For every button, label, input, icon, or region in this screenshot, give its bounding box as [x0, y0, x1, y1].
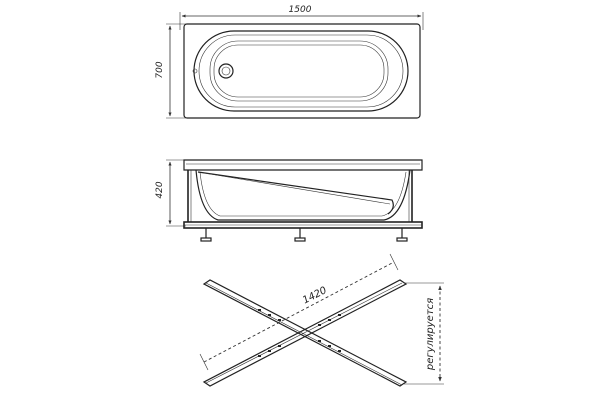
leg-middle [294, 228, 306, 242]
top-view: 1500 700 [155, 5, 424, 119]
span-ext-left [199, 353, 209, 371]
side-view: 420 [155, 159, 423, 242]
width-label: 700 [155, 61, 165, 78]
span-ext-right [389, 253, 399, 271]
tub-body-side [195, 169, 411, 221]
adjust-label: регулируется [425, 298, 436, 371]
tub-floor-outline [209, 40, 389, 102]
tub-outer-rim [183, 23, 421, 119]
frame-bar-2 [202, 279, 408, 387]
frame-bar-1 [202, 279, 408, 387]
tub-bowl-outline [193, 30, 409, 112]
span-label: 1420 [301, 285, 329, 306]
tub-body-inner [199, 171, 407, 217]
drain-inner-icon [221, 66, 231, 76]
frame-view: 1420 регулируется [199, 253, 444, 387]
overflow-icon [192, 68, 198, 74]
leg-left [200, 228, 212, 242]
tub-bowl-inner-edge [198, 34, 404, 108]
length-label: 1500 [289, 5, 312, 15]
height-label: 420 [155, 181, 165, 198]
drain-icon [218, 63, 234, 79]
span-dimension-line [203, 261, 395, 363]
backrest-slope [197, 171, 394, 215]
tub-rim-side [183, 159, 423, 171]
tub-floor-inner [213, 44, 385, 98]
leg-right [396, 228, 408, 242]
backrest-slope-inner [203, 172, 391, 205]
